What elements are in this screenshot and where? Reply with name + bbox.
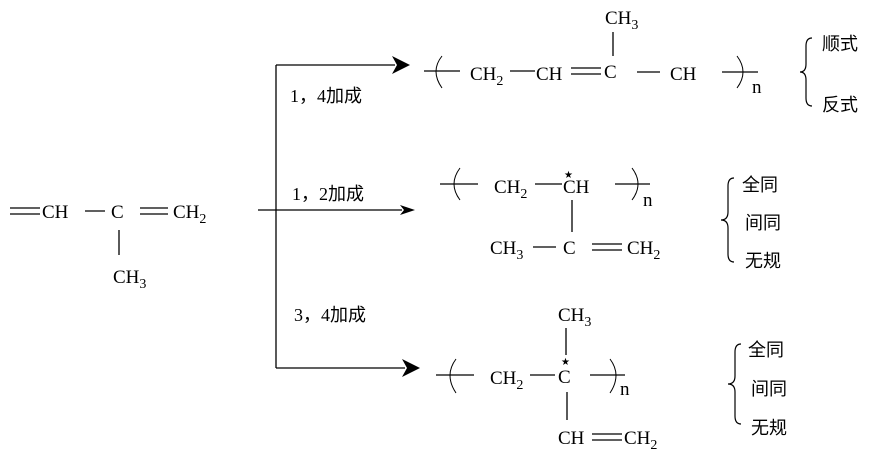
reaction-arrows bbox=[258, 56, 420, 377]
p12-ch3: CH3 bbox=[490, 238, 523, 263]
p14-ch-end: CH bbox=[670, 64, 697, 85]
isomer-trans: 反式 bbox=[822, 95, 858, 116]
p12-ch2: CH2 bbox=[494, 177, 527, 202]
isomers-1-4: 顺式 反式 bbox=[799, 34, 858, 116]
monomer-c: C bbox=[111, 202, 124, 223]
isomer-syndiotactic: 间同 bbox=[751, 379, 787, 400]
isomer-cis: 顺式 bbox=[822, 34, 858, 55]
repeat-n: n bbox=[620, 379, 630, 400]
p12-ch2-end: CH2 bbox=[627, 238, 660, 263]
isomer-isotactic: 全同 bbox=[748, 340, 784, 361]
isomer-syndiotactic: 间同 bbox=[745, 213, 781, 234]
isomer-atactic: 无规 bbox=[745, 251, 781, 272]
p34-ch2-end: CH2 bbox=[624, 428, 657, 452]
arrowhead-3-4 bbox=[402, 359, 420, 377]
label-1-4-addition: 1，4加成 bbox=[290, 86, 362, 106]
monomer-ch2: CH2 bbox=[173, 202, 206, 227]
p14-ch2: CH2 bbox=[470, 64, 503, 89]
label-1-2-addition: 1，2加成 bbox=[292, 184, 364, 204]
label-3-4-addition: 3，4加成 bbox=[294, 305, 366, 325]
monomer-structure: CH C CH2 CH3 bbox=[10, 202, 206, 292]
product-1-4: CH2 CH C CH3 CH n bbox=[424, 8, 762, 98]
isomer-isotactic: 全同 bbox=[742, 175, 778, 196]
arrowhead-1-2 bbox=[400, 205, 415, 215]
monomer-ch: CH bbox=[42, 202, 69, 223]
p14-c: C bbox=[604, 62, 617, 83]
p34-c: C bbox=[558, 367, 571, 388]
chiral-star: ★ bbox=[564, 170, 573, 181]
p12-c: C bbox=[563, 238, 576, 259]
left-paren bbox=[453, 167, 461, 201]
brace bbox=[799, 37, 813, 107]
chiral-star: ★ bbox=[561, 357, 570, 368]
repeat-n: n bbox=[752, 77, 762, 98]
left-paren bbox=[449, 358, 457, 394]
product-3-4: CH2 ★ C CH3 n CH CH2 bbox=[436, 305, 657, 452]
p14-ch3: CH3 bbox=[605, 8, 638, 33]
arrowhead-1-4 bbox=[392, 56, 410, 74]
repeat-n: n bbox=[643, 190, 653, 211]
right-paren bbox=[631, 167, 639, 201]
right-paren bbox=[736, 55, 744, 89]
monomer-ch3: CH3 bbox=[113, 267, 146, 292]
isomers-3-4: 全同 间同 无规 bbox=[727, 340, 787, 439]
isomer-atactic: 无规 bbox=[751, 418, 787, 439]
brace bbox=[727, 343, 742, 425]
p14-ch: CH bbox=[536, 64, 563, 85]
isomers-1-2: 全同 间同 无规 bbox=[720, 175, 781, 272]
product-1-2: CH2 ★ CH n CH3 C CH2 bbox=[440, 167, 660, 263]
right-paren bbox=[609, 358, 617, 394]
left-paren bbox=[435, 55, 443, 89]
p34-ch2: CH2 bbox=[490, 368, 523, 393]
p12-ch: CH bbox=[563, 177, 590, 198]
p34-ch3: CH3 bbox=[558, 305, 591, 330]
brace bbox=[720, 177, 735, 263]
p34-ch: CH bbox=[558, 428, 585, 449]
